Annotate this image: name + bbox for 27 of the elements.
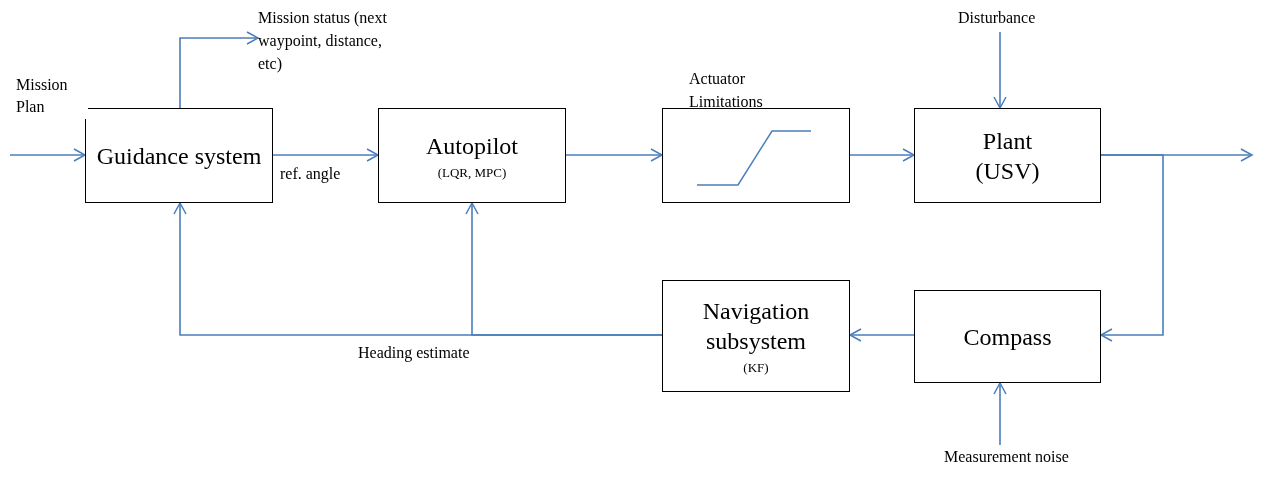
signal-label: Measurement noise	[944, 448, 1069, 465]
process-box	[914, 108, 1101, 203]
process-box	[662, 280, 850, 392]
block-title: Plant	[982, 126, 1033, 156]
arrow	[179, 31, 259, 109]
block-title: Compass	[963, 322, 1052, 352]
process-box	[378, 108, 566, 203]
signal-label: Mission status (next waypoint, distance, etc)	[258, 9, 387, 73]
block-title: Guidance system	[96, 141, 262, 171]
arrow	[9, 148, 86, 162]
signal-label: Disturbance	[958, 9, 1036, 26]
arrow	[565, 148, 663, 162]
arrow	[849, 328, 915, 342]
arrow	[465, 202, 663, 336]
block-title: Autopilot	[426, 131, 518, 161]
block-subtitle: (LQR, MPC)	[437, 164, 507, 181]
block-title: Actuator Limitations	[689, 69, 764, 113]
block-subtitle: (USV)	[975, 156, 1040, 186]
block-title: Navigation subsystem	[701, 297, 811, 356]
process-box	[85, 108, 273, 203]
arrow	[993, 31, 1007, 109]
arrow	[993, 382, 1007, 446]
arrow	[1100, 154, 1164, 342]
block-subtitle: (KF)	[743, 360, 769, 376]
arrow	[272, 148, 379, 162]
arrow	[849, 148, 915, 162]
process-box	[914, 290, 1101, 383]
